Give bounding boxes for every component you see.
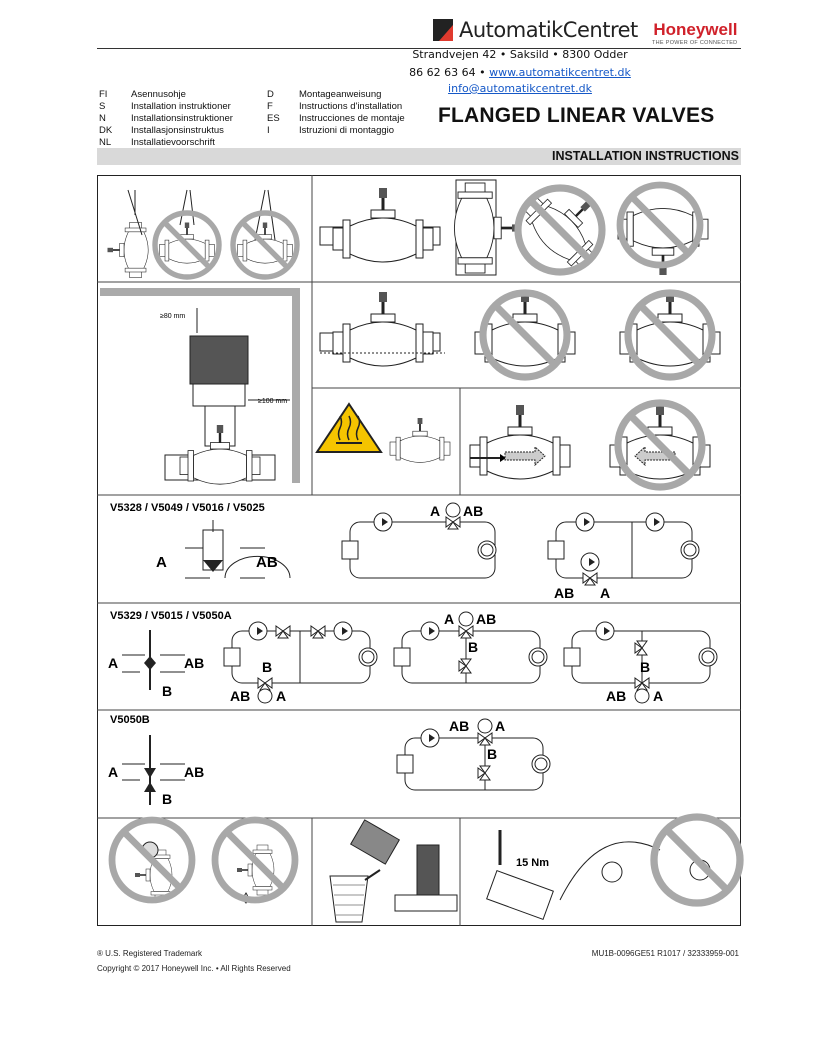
lang-code: NL [99,137,112,148]
port-b-label: B [468,639,478,655]
phone: 86 62 63 64 • [409,66,486,79]
port-ab-label: AB [463,503,483,519]
stem-orientation-diagrams [319,292,722,377]
port-a-label: A [156,554,167,571]
automatikcentret-logo: AutomatikCentret [433,18,638,42]
email-link[interactable]: info@automatikcentret.dk [448,82,592,95]
honeywell-tagline: THE POWER OF CONNECTED [652,40,738,46]
clearance-top-label: ≥80 mm [160,313,185,320]
address: Strandvejen 42 • Saksild • 8300 Odder [412,48,628,61]
lang-code: S [99,101,106,112]
lang-label: Montageanweisung [299,89,382,100]
handling-diagrams: 15 Nm [112,817,740,923]
lang-code: I [267,125,270,136]
lang-label: Installationsinstruktioner [131,113,233,124]
port-a-label: A [108,655,118,671]
port-b-label: B [487,746,497,762]
port-a-label: A [430,503,440,519]
honeywell-logo: Honeywell THE POWER OF CONNECTED [652,20,737,46]
lang-label: Istruzioni di montaggio [299,125,395,136]
prohibited-icon [518,188,602,272]
port-b-label: B [640,659,650,675]
lang-code: FI [99,89,108,100]
mixing-application: V5329 / V5015 / V5050A A AB B B AB A A A… [108,610,718,704]
heat-and-flow-diagrams [315,403,712,487]
port-b-label: B [162,683,172,699]
lang-label: Instrucciones de montaje [299,113,405,124]
orientation-diagrams [319,174,710,277]
port-a-label: A [600,585,610,601]
port-a-label: A [653,688,663,704]
port-ab-label: AB [256,554,278,571]
lang-code: N [99,113,106,124]
lang-label: Installasjonsinstruktus [131,125,224,136]
document-number: MU1B-0096GE51 R1017 / 32333959-001 [591,949,739,958]
port-a-label: A [495,718,505,734]
port-ab-label: AB [449,718,469,734]
brand-name: AutomatikCentret [459,18,638,42]
honeywell-name: Honeywell [653,20,738,39]
trademark-note: ® U.S. Registered Trademark [97,949,203,958]
lifting-diagrams [106,189,298,278]
lang-code: ES [267,113,280,124]
model-group-label: V5050B [110,714,150,726]
port-a-label: A [108,764,118,780]
grid-lines [97,175,741,926]
prohibited-icon [112,820,192,900]
port-ab-label: AB [476,611,496,627]
torque-label: 15 Nm [516,857,549,869]
model-group-label: V5328 / V5049 / V5016 / V5025 [110,502,265,514]
header-divider [97,48,741,49]
port-b-label: B [262,659,272,675]
port-b-label: B [162,791,172,807]
lang-label: Instructions d'installation [299,101,403,112]
lang-label: Asennusohje [131,89,186,100]
port-a-label: A [444,611,454,627]
prohibited-icon [654,817,740,903]
lang-label: Installation instruktioner [131,101,231,112]
section-band: INSTALLATION INSTRUCTIONS [97,148,741,165]
contact-line: 86 62 63 64 • www.automatikcentret.dk [380,66,660,79]
clearance-diagram: ≥80 mm ≥100 mm [100,288,300,486]
model-group-label: V5329 / V5015 / V5050A [110,610,232,622]
port-ab-label: AB [230,688,250,704]
port-ab-label: AB [606,688,626,704]
lang-code: F [267,101,273,112]
waste-basket-icon [329,875,369,923]
email-line: info@automatikcentret.dk [380,82,660,95]
lang-label: Installatievoorschrift [131,137,215,148]
diverting-application: V5050B A AB B AB A B [108,714,551,807]
lang-code: D [267,89,274,100]
page-title: FLANGED LINEAR VALVES [438,104,715,127]
port-a-label: A [276,688,286,704]
diagram-frame [97,175,741,926]
copyright: Copyright © 2017 Honeywell Inc. • All Ri… [97,964,291,973]
two-way-application: V5328 / V5049 / V5016 / V5025 A AB A AB … [110,502,700,601]
logo-mark-icon [433,19,453,41]
clearance-side-label: ≥100 mm [258,398,287,405]
website-link[interactable]: www.automatikcentret.dk [489,66,631,79]
port-ab-label: AB [184,764,204,780]
section-title: INSTALLATION INSTRUCTIONS [551,149,739,163]
port-ab-label: AB [184,655,204,671]
port-ab-label: AB [554,585,574,601]
lang-code: DK [99,125,113,136]
